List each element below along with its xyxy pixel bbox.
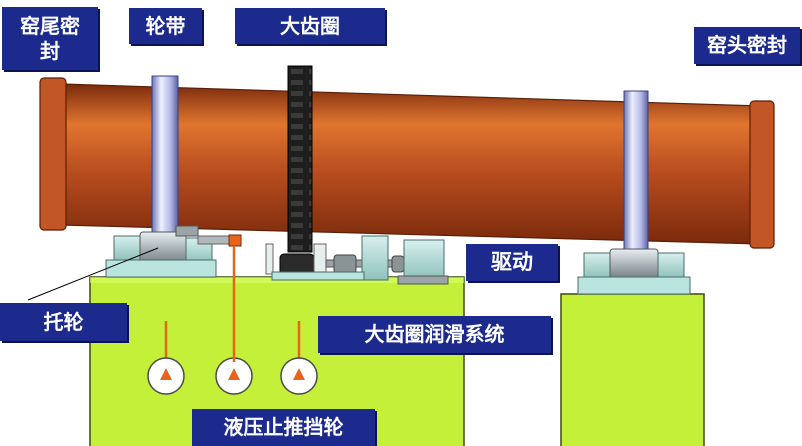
kiln-head-end-cap	[749, 100, 775, 249]
drive-label: 驱动	[466, 244, 558, 281]
drive-assembly	[265, 235, 449, 285]
right-foundation	[560, 293, 705, 446]
hydraulic-gauge-1	[147, 321, 185, 395]
hydraulic-gauge-2	[215, 357, 253, 395]
girth-gear	[287, 65, 313, 253]
hydraulic-thrust-roller-label: 液压止推挡轮	[192, 409, 375, 446]
right-support-roller-assembly	[577, 248, 691, 295]
left-riding-ring	[151, 75, 179, 235]
support-roller-label: 托轮	[0, 303, 127, 341]
hydraulic-gauge-3	[280, 321, 318, 395]
riding-ring-label: 轮带	[129, 8, 202, 44]
right-riding-ring	[623, 90, 649, 252]
girth-gear-label: 大齿圈	[235, 8, 385, 44]
hydraulic-thrust-rod	[197, 234, 242, 362]
kiln-tail-end-cap	[39, 77, 67, 231]
kiln-head-seal-label: 窑头密封	[694, 27, 800, 64]
support-roller-leader	[27, 247, 159, 301]
kiln-shell	[39, 77, 775, 249]
girth-gear-lubrication-label: 大齿圈润滑系统	[318, 316, 551, 353]
left-support-roller-assembly	[105, 225, 217, 278]
kiln-tail-seal-label: 窑尾密封	[2, 7, 98, 70]
